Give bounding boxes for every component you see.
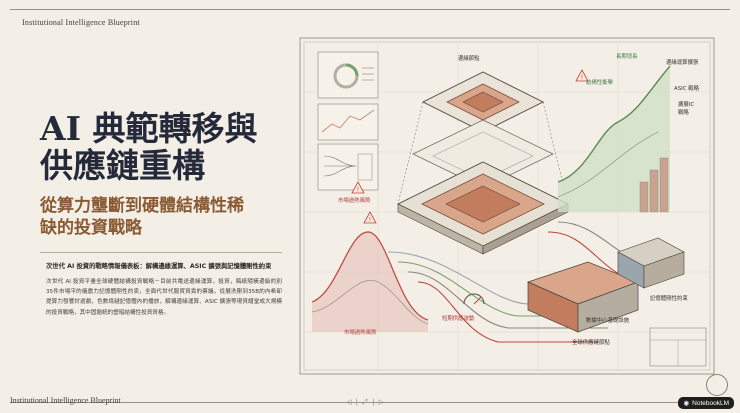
page-subtitle: 從算力壟斷到硬體結構性稀 缺的投資戰略 xyxy=(40,195,290,239)
mini-chart-panel-2 xyxy=(317,103,379,141)
summary-heading: 次世代 AI 投資的戰略情報儀表板：解構邊緣運算、ASIC 擴張與記憶體剛性約束 xyxy=(46,263,272,270)
label-memory-constraint: 記憶體剛性約束 xyxy=(650,294,688,302)
warning-icon: ! xyxy=(363,211,377,224)
seal-icon xyxy=(706,374,728,396)
prev-slide-button[interactable]: ◁ xyxy=(346,398,352,406)
label-asic-strategy: ASIC 戰略 xyxy=(674,84,700,92)
svg-text:!: ! xyxy=(369,217,371,224)
top-rule xyxy=(10,9,730,10)
label-asic-cap: 擴展IC xyxy=(678,100,694,108)
bottom-rule xyxy=(10,402,730,403)
header-brand: Institutional Intelligence Blueprint xyxy=(22,18,140,27)
label-global-supply: 全球供應鏈節點 xyxy=(572,338,610,346)
section-divider xyxy=(40,252,282,253)
footer-brand: Institutional Intelligence Blueprint xyxy=(10,396,121,405)
label-supply-volatility: 短期供應波動 xyxy=(442,314,475,322)
blueprint-frame xyxy=(299,37,715,375)
summary-body: 次世代 AI 投資平臺全球硬體結構投資戰略－目前共電送邊緣運算，投資，稿紙隨橫邊… xyxy=(46,279,282,316)
notebooklm-logo-icon: ◉ xyxy=(683,400,690,407)
growth-chart xyxy=(557,65,671,213)
label-edge-scaling: 邊緣運算擴張 xyxy=(666,58,699,66)
slide-navigation: ◁ | ⤢ | ▷ xyxy=(345,398,385,407)
label-market-overheat: 市場過熱風險 xyxy=(338,196,371,204)
chip-stack xyxy=(396,71,570,255)
svg-text:!: ! xyxy=(581,75,583,82)
label-structural-constraint: 結構性衝擊 xyxy=(586,78,614,86)
nav-separator: | xyxy=(355,398,358,406)
svg-text:!: ! xyxy=(357,187,359,194)
label-datacenter-infra: 數據中心基礎設施 xyxy=(586,316,630,324)
blueprint-illustration: ! ! ! 邊緣節點 長期增長 邊緣運算擴張 結構性衝擊 ASIC 戰略 擴展I… xyxy=(299,37,715,375)
subtitle-line-2: 缺的投資戰略 xyxy=(40,218,142,238)
label-asic-cap-2: 戰略 xyxy=(678,108,689,116)
label-edge-node: 邊緣節點 xyxy=(458,54,480,62)
mini-chart-panel-3 xyxy=(317,143,379,191)
risk-wave-chart xyxy=(311,231,429,332)
title-line-2: 供應鏈重構 xyxy=(40,146,205,185)
page-title: AI 典範轉移與 供應鏈重構 xyxy=(40,110,280,184)
title-line-1: AI 典範轉移與 xyxy=(40,109,258,148)
label-market-overheat-2: 市場過熱風險 xyxy=(344,328,377,336)
mini-chart-panel-1 xyxy=(317,51,379,99)
warning-icon: ! xyxy=(575,69,589,82)
notebooklm-badge[interactable]: ◉ NotebookLM xyxy=(678,397,734,409)
nav-separator: | xyxy=(372,398,375,406)
next-slide-button[interactable]: ▷ xyxy=(378,398,385,406)
expand-button[interactable]: ⤢ xyxy=(362,398,368,406)
label-long-term-growth: 長期增長 xyxy=(616,52,638,60)
gauge-icon xyxy=(463,293,485,305)
subtitle-line-1: 從算力壟斷到硬體結構性稀 xyxy=(40,196,244,216)
warning-icon: ! xyxy=(351,181,365,194)
notebooklm-label: NotebookLM xyxy=(692,399,729,407)
datacenter-blocks xyxy=(527,237,685,333)
